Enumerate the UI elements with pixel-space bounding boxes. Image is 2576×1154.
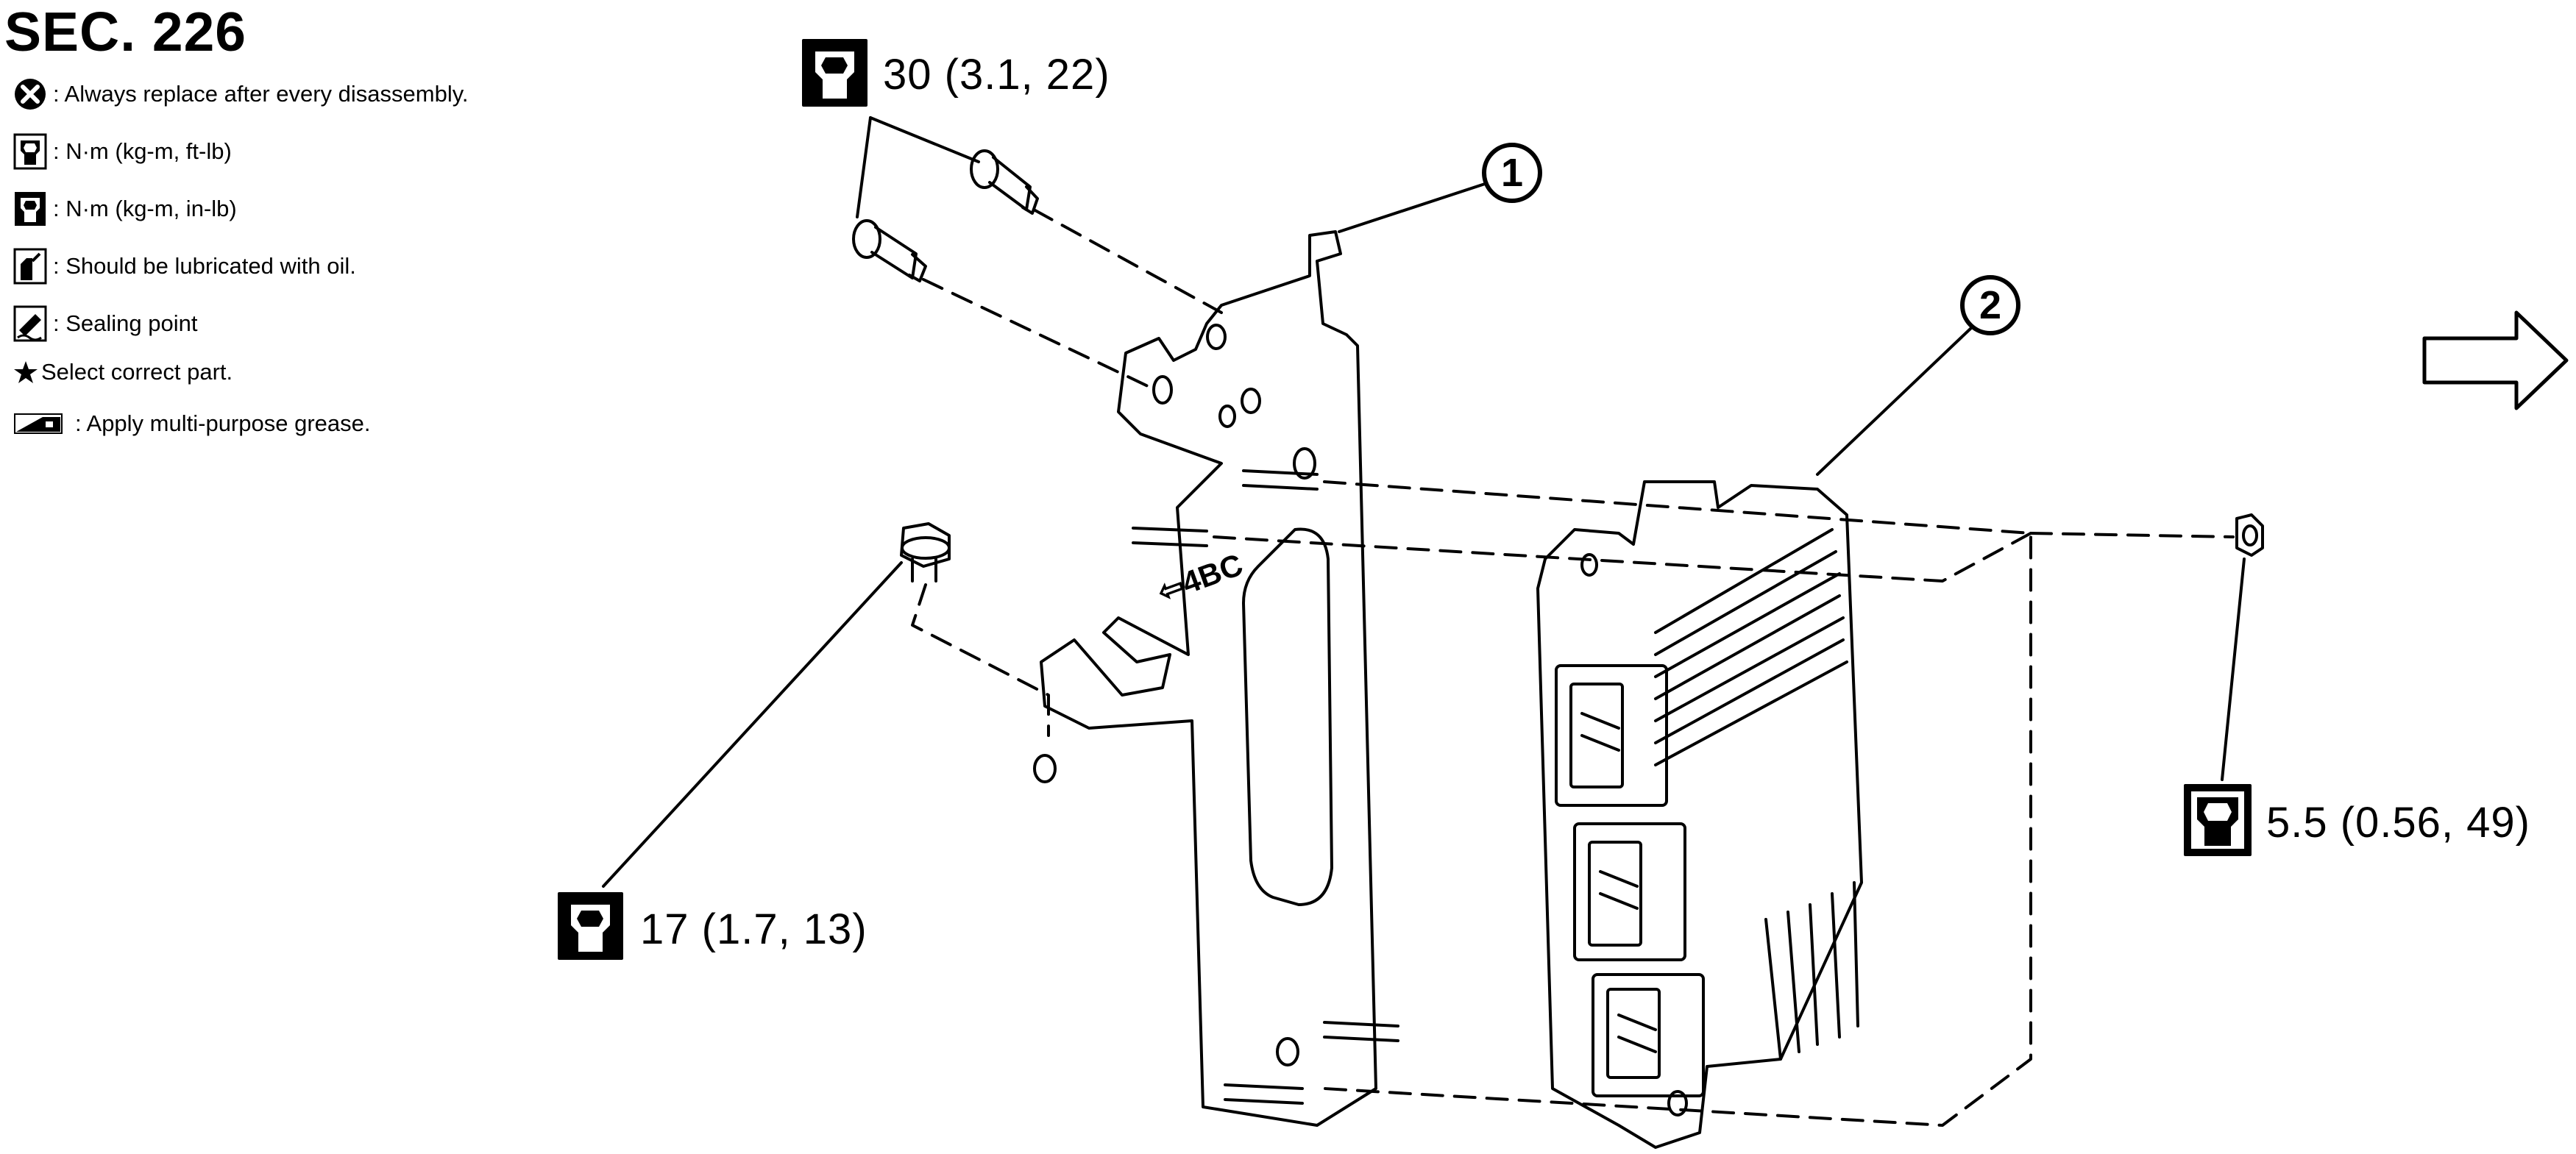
torque-label-lower: 17 (1.7, 13) <box>640 905 867 953</box>
star-icon <box>14 361 38 383</box>
grease-icon <box>14 413 63 434</box>
legend-item-select-part: Select correct part. <box>13 350 233 394</box>
legend-text-grease: : Apply multi-purpose grease. <box>75 410 371 436</box>
torque-icon-nut <box>2184 784 2252 856</box>
front-arrow-icon <box>2422 310 2569 410</box>
lower-torque-leader <box>602 561 903 888</box>
lower-bolt-guide <box>911 583 1050 737</box>
torque-icon-lower <box>558 892 623 960</box>
legend-item-torque-inlb: : N·m (kg-m, in-lb) <box>13 187 237 231</box>
legend-text-sealing: : Sealing point <box>53 310 198 336</box>
module-nut <box>2235 513 2264 557</box>
module-envelope-top <box>1213 532 2032 583</box>
upper-bolt-2 <box>852 219 927 282</box>
oil-can-icon <box>13 248 47 285</box>
bolt-1-guide <box>1032 208 1223 314</box>
torque-icon-upper <box>802 39 867 107</box>
section-title: SEC. 226 <box>4 1 247 63</box>
legend-text-torque-inlb: : N·m (kg-m, in-lb) <box>53 196 237 221</box>
legend-text-replace: : Always replace after every disassembly… <box>53 81 469 107</box>
legend-text-torque-ftlb: : N·m (kg-m, ft-lb) <box>53 138 232 164</box>
legend-text-oil: : Should be lubricated with oil. <box>53 253 356 279</box>
callout-2-number: 2 <box>1979 283 2001 327</box>
torque-wrench-icon <box>13 133 47 170</box>
module-envelope-right <box>1323 480 2032 1127</box>
module-part-2 <box>1536 480 1863 1149</box>
callout-1-circle <box>1482 143 1542 203</box>
sealing-point-icon <box>13 305 47 342</box>
legend-item-sealing: : Sealing point <box>13 302 197 346</box>
bolt-2-guide <box>922 278 1149 388</box>
legend-item-oil: : Should be lubricated with oil. <box>13 244 356 288</box>
nut-guide <box>2029 532 2235 538</box>
torque-wrench-small-icon <box>15 192 46 226</box>
legend-item-torque-ftlb: : N·m (kg-m, ft-lb) <box>13 129 232 174</box>
leader-upper-1 <box>869 116 980 163</box>
torque-label-nut: 5.5 (0.56, 49) <box>2266 799 2530 847</box>
bracket-marking: ⇦4BC <box>1153 547 1247 610</box>
callout-1-number: 1 <box>1501 151 1523 195</box>
nut-torque-leader <box>2221 558 2246 781</box>
upper-bolt-1 <box>970 149 1039 215</box>
bracket-part-1 <box>1033 230 1399 1127</box>
callout-2-circle <box>1960 275 2020 335</box>
callout-2-leader <box>1816 326 1973 476</box>
legend-text-select-part: Select correct part. <box>41 359 233 385</box>
legend-item-grease: : Apply multi-purpose grease. <box>13 402 371 446</box>
legend-item-replace: : Always replace after every disassembly… <box>13 72 469 116</box>
torque-label-upper: 30 (3.1, 22) <box>883 51 1110 99</box>
replace-x-icon <box>15 79 46 110</box>
leader-upper-2 <box>856 116 872 218</box>
lower-bolt <box>900 522 951 583</box>
callout-1-leader <box>1338 182 1486 233</box>
